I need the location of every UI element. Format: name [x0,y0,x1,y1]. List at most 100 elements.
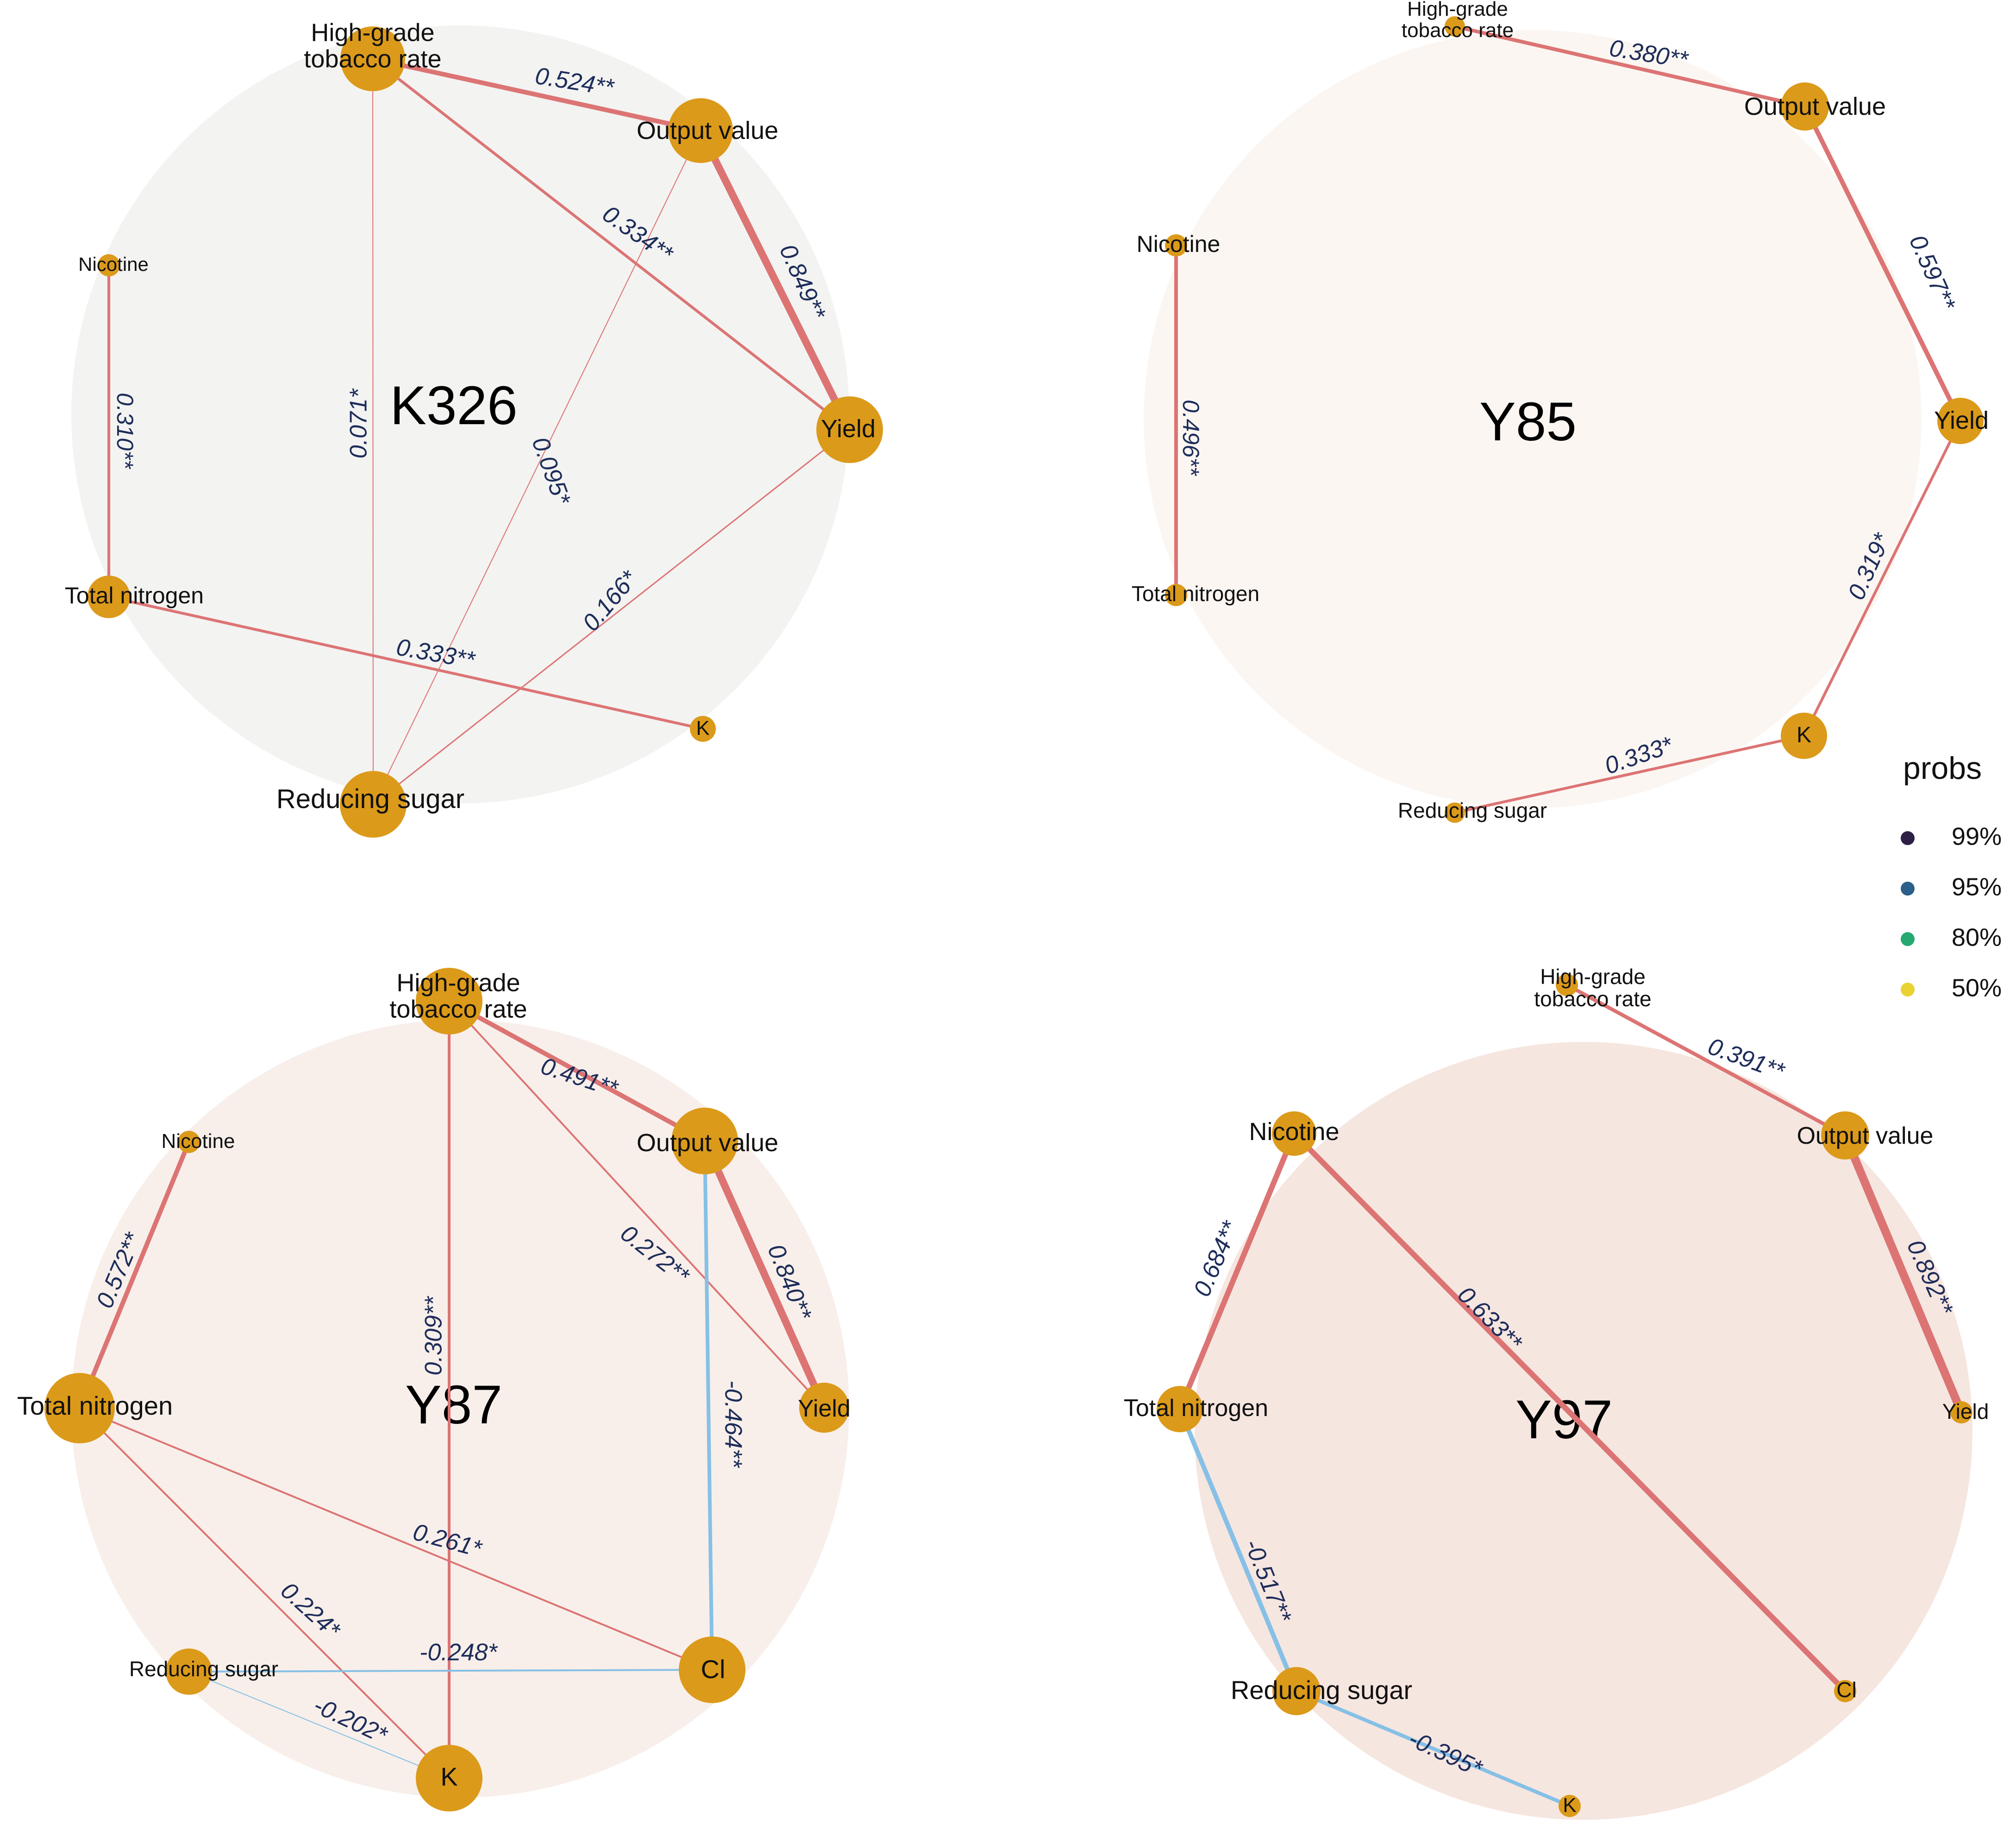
edge-nic-tn [1177,1131,1297,1412]
node-k [1781,713,1827,759]
edge-yield-rs [372,429,851,805]
edge-nic-cl [1291,1131,1848,1694]
edges [77,999,828,1780]
legend: probs 99%95%80%50% [1901,751,2002,1002]
edge-hg-yield [371,57,851,431]
panel-y87: Y870.491**0.840**0.272**0.309**0.572**-0… [17,968,851,1811]
edge-ov-yield [1803,104,1963,423]
node-label-k: K [1563,1794,1576,1817]
edge-label-hg-rs: 0.071* [345,388,372,458]
edge-tn-cl [79,1407,713,1671]
node-k [1559,1795,1581,1817]
node-label-nic: Nicotine [78,253,149,275]
node-yield [1950,1401,1972,1423]
node-nic [98,254,120,276]
node-label-line: Cl [701,1655,726,1684]
edge-nic-tn [77,1140,191,1410]
edge-tn-k [79,1407,450,1779]
node-label-line: Yield [821,415,876,443]
edges [1174,25,1963,814]
node-label-line: Yield [1942,1399,1989,1423]
nodes [1165,16,1984,823]
legend-swatch-99pct [1901,831,1915,845]
node-label-rs: Reducing sugar [1398,798,1547,822]
node-hg [340,26,405,91]
node-hg [1445,16,1465,37]
node-label-ov: Output value [1797,1122,1934,1149]
node-label-line: Output value [1744,93,1886,120]
node-label-line: Yield [1934,407,1989,434]
edge-hg-ov [1453,25,1807,108]
node-tn [88,576,130,618]
node-ov [671,1108,738,1174]
node-tn [1165,584,1187,606]
edge-ov-cl [703,1139,714,1672]
node-rs [1445,802,1465,823]
nodes [1157,974,1972,1817]
node-ov [1821,1111,1869,1160]
node-label-line: High-grade [1407,0,1508,20]
node-nic [1165,234,1187,257]
node-label-line: Nicotine [162,1130,235,1153]
node-label-line: Reducing sugar [276,784,464,814]
node-label-rs: Reducing sugar [129,1657,278,1681]
node-rs [340,771,407,838]
edge-ov-yield [1841,1131,1966,1417]
nodes [88,26,883,838]
legend-swatch-80pct [1901,932,1915,946]
node-label-line: Nicotine [1249,1118,1339,1146]
edge-rs-k [188,1671,450,1779]
node-label-line: K [1563,1794,1576,1817]
node-label-line: Total nitrogen [1132,582,1259,606]
node-label-line: Output value [637,117,778,144]
node-label-ov: Output value [637,117,778,144]
node-label-rs: Reducing sugar [1231,1675,1412,1705]
node-label-line: Total nitrogen [65,583,204,608]
node-nic [178,1131,200,1153]
node-rs [166,1648,212,1695]
node-yield [799,1383,849,1433]
edge-label-rs-cl: -0.248* [419,1639,498,1666]
edges [1177,983,1966,1808]
node-label-line: K [696,717,709,740]
node-label-yield: Yield [1942,1399,1989,1423]
node-label-line: Yield [798,1395,851,1422]
node-label-ov: Output value [1744,93,1886,120]
node-label-k: K [440,1762,457,1791]
legend-swatch-50pct [1901,983,1915,997]
node-ov [1781,82,1829,131]
edge-rs-k [1453,734,1805,814]
edges [107,56,853,805]
legend-label: 99% [1952,822,2002,850]
legend-swatch-95pct [1901,882,1915,896]
node-tn [1157,1386,1203,1432]
node-yield [816,396,883,463]
edge-tn-k [107,595,704,730]
node-label-line: tobacco rate [389,996,527,1023]
node-label-yield: Yield [1934,407,1989,434]
edge-tn-rs [1177,1407,1299,1693]
node-label-tn: Total nitrogen [17,1391,173,1420]
node-label-cl: Cl [701,1655,726,1684]
node-cl [1834,1680,1856,1702]
panel-title: Y87 [405,1374,502,1435]
node-label-nic: Nicotine [1249,1118,1339,1146]
node-label-line: Output value [637,1129,778,1157]
node-label-line: Total nitrogen [17,1391,173,1420]
node-hg [416,968,482,1034]
edge-label-ov-yield: 0.597** [1904,231,1961,315]
node-label-nic: Nicotine [162,1130,235,1153]
node-rs [1272,1667,1321,1715]
node-label-line: High-grade [311,19,434,47]
edge-ov-yield [697,127,853,433]
panel-title: K326 [390,375,518,436]
panel-y97: Y970.391**0.892**0.684**0.633**-0.517**-… [1124,965,1989,1820]
node-yield [1937,398,1984,444]
edge-rs-cl [188,1669,713,1673]
node-label-line: K [440,1762,457,1791]
node-label-line: Reducing sugar [129,1657,278,1681]
